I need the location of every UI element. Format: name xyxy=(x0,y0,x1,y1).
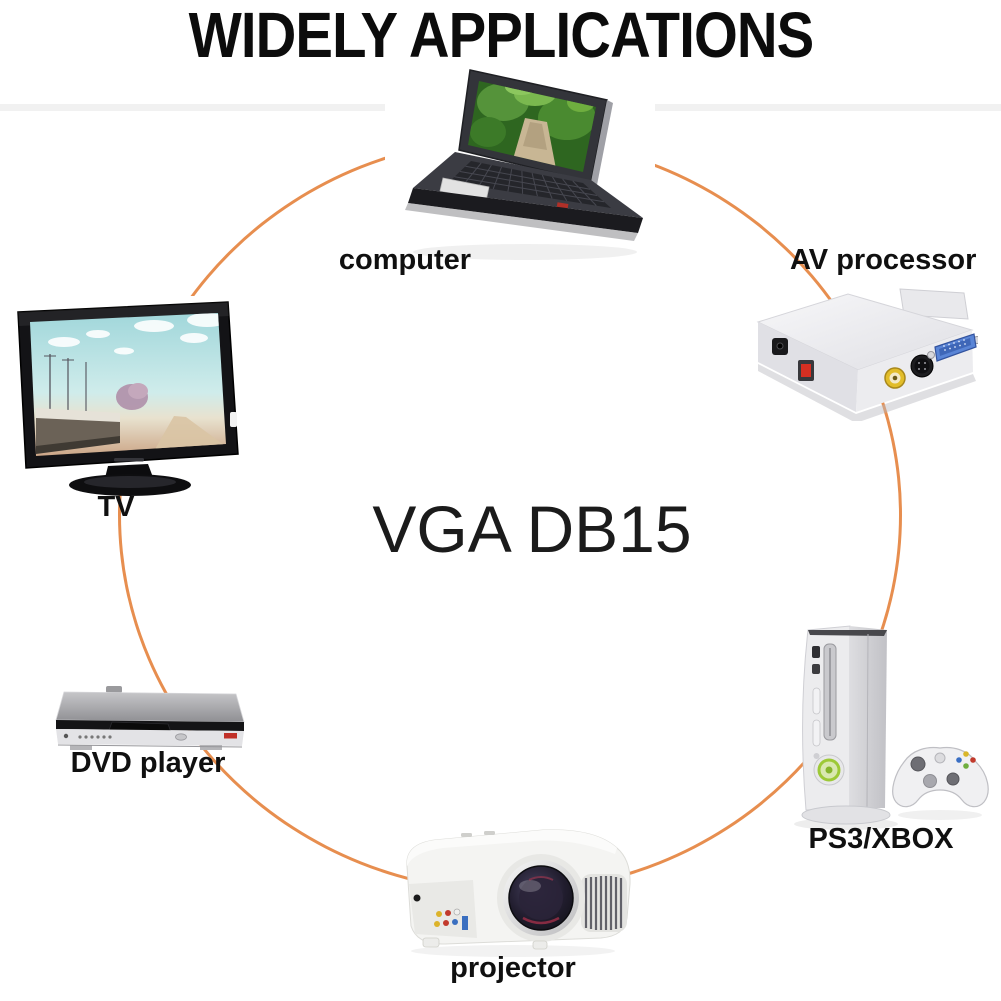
game-console-image xyxy=(772,612,1001,847)
center-label: VGA DB15 xyxy=(372,492,692,566)
device-label-av-processor: AV processor xyxy=(790,244,977,276)
projector-image xyxy=(383,818,641,958)
device-label-dvd-player: DVD player xyxy=(70,747,226,779)
device-label-tv: TV xyxy=(97,491,135,523)
tv-image xyxy=(2,296,252,506)
laptop-image xyxy=(385,60,655,265)
device-label-projector: projector xyxy=(450,952,576,984)
av-processor-image xyxy=(748,286,978,421)
device-label-computer: computer xyxy=(338,244,472,276)
page-title: WIDELY APPLICATIONS xyxy=(188,0,814,71)
device-label-game-console: PS3/XBOX xyxy=(808,823,954,855)
dvd-player-image xyxy=(50,683,255,763)
